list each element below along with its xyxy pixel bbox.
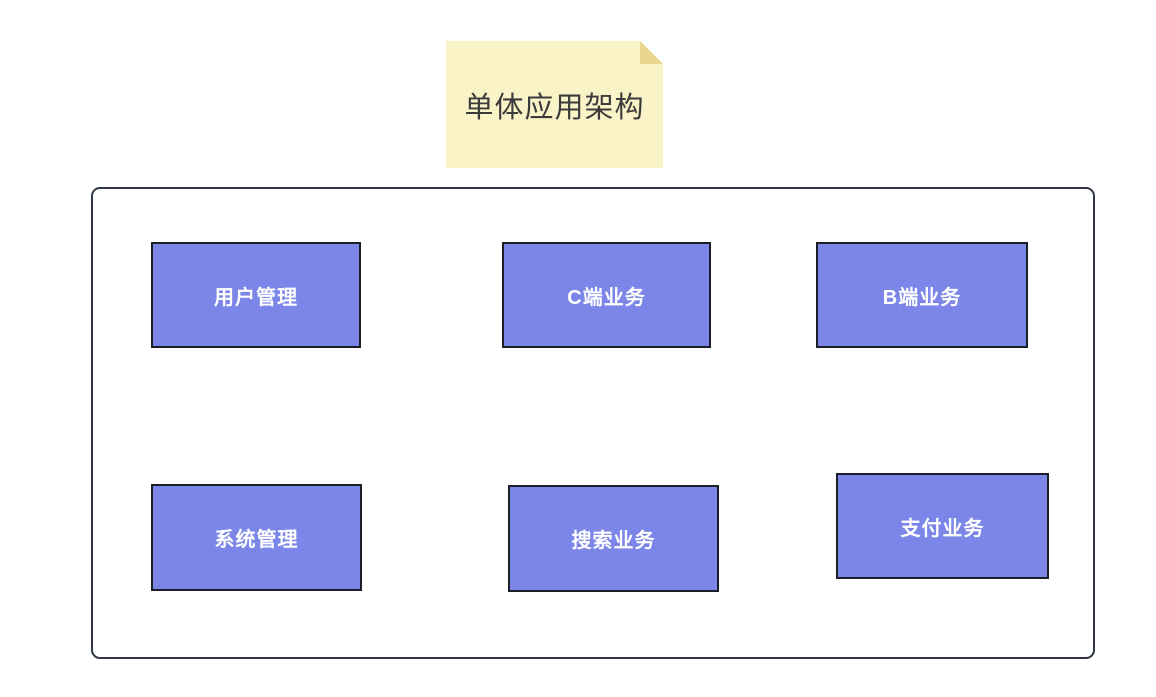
module-label: B端业务 bbox=[882, 286, 962, 309]
module-label: C端业务 bbox=[567, 286, 646, 309]
module-label: 支付业务 bbox=[900, 517, 985, 540]
module-box-b-side-business: B端业务 bbox=[816, 242, 1028, 348]
note-fold-corner-icon bbox=[640, 41, 663, 64]
module-label: 搜索业务 bbox=[571, 530, 656, 552]
module-box-payment-business: 支付业务 bbox=[836, 473, 1049, 579]
module-box-system-management: 系统管理 bbox=[151, 484, 362, 591]
module-label: 用户管理 bbox=[214, 286, 298, 309]
diagram-title: 单体应用架构 bbox=[464, 91, 645, 124]
module-label: 系统管理 bbox=[214, 529, 299, 551]
module-box-c-side-business: C端业务 bbox=[502, 242, 711, 348]
module-box-search-business: 搜索业务 bbox=[508, 485, 719, 592]
module-box-user-management: 用户管理 bbox=[151, 242, 361, 348]
sticky-note: 单体应用架构 bbox=[446, 41, 663, 168]
